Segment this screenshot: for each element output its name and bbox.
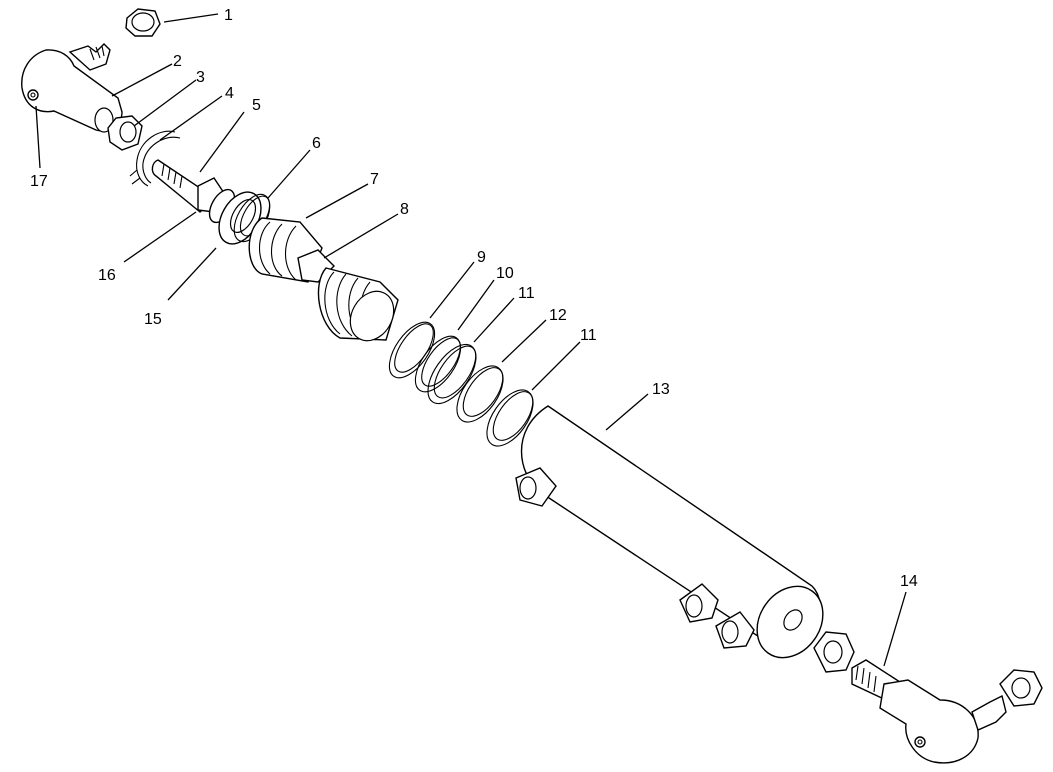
callout-10: 10 — [496, 265, 514, 282]
part-hex-nut-left — [107, 115, 143, 151]
part-ring-10 — [414, 335, 462, 393]
leader-5 — [199, 111, 245, 173]
callout-5: 5 — [252, 97, 261, 114]
part-flange-nut-right — [999, 669, 1043, 707]
leader-11a — [473, 297, 515, 343]
leader-10 — [457, 279, 495, 331]
callout-9: 9 — [477, 249, 486, 266]
part-cylinder-barrel — [515, 405, 824, 659]
leader-9 — [429, 261, 475, 319]
leader-6 — [267, 149, 311, 199]
leader-4 — [159, 95, 223, 141]
part-hex-nut-right — [813, 631, 855, 673]
callout-7: 7 — [370, 171, 379, 188]
part-flange-nut-top — [125, 8, 161, 37]
leader-12 — [501, 319, 547, 363]
leader-8 — [323, 213, 399, 259]
part-gland — [248, 217, 335, 283]
callout-6: 6 — [312, 135, 321, 152]
callout-17: 17 — [30, 173, 48, 190]
leader-1 — [163, 13, 219, 23]
leader-11b — [531, 341, 581, 391]
leader-lines — [35, 13, 907, 667]
leader-2 — [111, 63, 173, 97]
callout-15: 15 — [144, 311, 162, 328]
leader-15 — [167, 247, 217, 301]
part-ring-11b — [486, 389, 534, 447]
callout-labels: 1 2 3 4 5 6 7 8 9 10 11 12 11 13 14 15 1… — [30, 7, 918, 590]
part-ball-joint-rod-end-left — [21, 43, 123, 133]
leader-17 — [35, 105, 41, 169]
callout-11a: 11 — [518, 285, 535, 302]
callout-8: 8 — [400, 201, 409, 218]
callout-12: 12 — [549, 307, 567, 324]
part-ball-joint-rod-end-right — [851, 659, 1007, 764]
callout-14: 14 — [900, 573, 918, 590]
callout-13: 13 — [652, 381, 670, 398]
callout-11b: 11 — [580, 327, 597, 344]
leader-3 — [133, 79, 197, 127]
leader-14 — [883, 591, 907, 667]
leader-13 — [605, 393, 649, 431]
callout-1: 1 — [224, 7, 233, 24]
callout-3: 3 — [196, 69, 205, 86]
callout-4: 4 — [225, 85, 234, 102]
leader-16 — [123, 211, 197, 263]
leader-7 — [305, 183, 369, 219]
part-retaining-ring — [129, 130, 181, 187]
part-ring-12 — [456, 365, 504, 423]
callout-16: 16 — [98, 267, 116, 284]
part-piston — [317, 267, 399, 342]
callout-2: 2 — [173, 53, 182, 70]
